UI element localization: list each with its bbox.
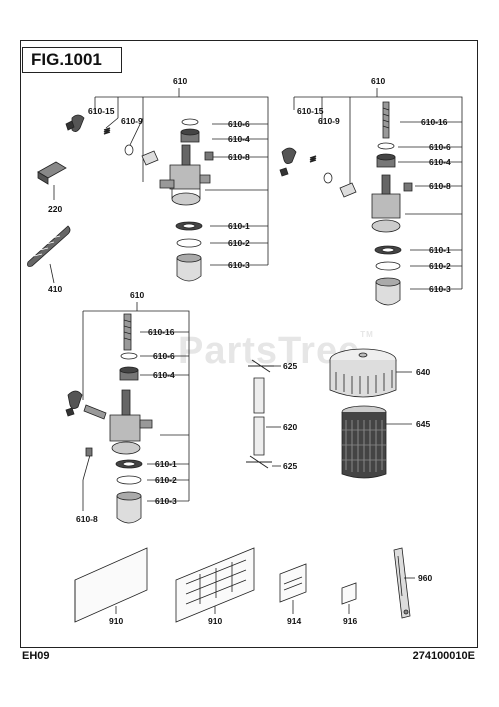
watermark: PartsTreeTM xyxy=(178,330,374,373)
label-g3-610-4: 610-4 xyxy=(153,370,175,380)
label-g1-610-2: 610-2 xyxy=(228,238,250,248)
label-g1-610-6: 610-6 xyxy=(228,119,250,129)
label-410: 410 xyxy=(48,284,62,294)
part-220 xyxy=(37,161,67,200)
watermark-tm: TM xyxy=(360,330,374,339)
valve-assembly-1 xyxy=(65,88,269,282)
part-410 xyxy=(27,225,71,284)
label-645: 645 xyxy=(416,419,430,429)
label-g2-610-3: 610-3 xyxy=(429,284,451,294)
label-g3-610: 610 xyxy=(130,290,144,300)
label-g1-610-9: 610-9 xyxy=(121,116,143,126)
label-g2-610-6: 610-6 xyxy=(429,142,451,152)
label-914: 914 xyxy=(287,616,301,626)
watermark-text: PartsTree xyxy=(178,330,361,372)
label-g1-610-4: 610-4 xyxy=(228,134,250,144)
label-625-bottom: 625 xyxy=(283,461,297,471)
label-g3-610-16: 610-16 xyxy=(148,327,175,337)
label-g3-610-3: 610-3 xyxy=(155,496,177,506)
label-910-a: 910 xyxy=(109,616,123,626)
label-g1-610-8: 610-8 xyxy=(228,152,250,162)
part-916-label xyxy=(341,582,357,614)
label-g3-610-2: 610-2 xyxy=(155,475,177,485)
part-914-label xyxy=(279,563,307,614)
label-620: 620 xyxy=(283,422,297,432)
part-910-label-b xyxy=(175,547,255,623)
footer-model-code: EH09 xyxy=(22,650,50,662)
label-g3-610-8: 610-8 xyxy=(76,514,98,524)
label-g2-610-8: 610-8 xyxy=(429,181,451,191)
figure-title: FIG.1001 xyxy=(22,47,122,73)
part-640-cap xyxy=(329,348,412,398)
part-910-label-a xyxy=(74,547,148,623)
label-960: 960 xyxy=(418,573,432,583)
label-g1-610-1: 610-1 xyxy=(228,221,250,231)
part-645-filter xyxy=(341,405,412,479)
label-g3-610-1: 610-1 xyxy=(155,459,177,469)
label-g2-610-4: 610-4 xyxy=(429,157,451,167)
label-g1-610-3: 610-3 xyxy=(228,260,250,270)
valve-assembly-3 xyxy=(65,302,190,524)
label-g2-610-9: 610-9 xyxy=(318,116,340,126)
label-220: 220 xyxy=(48,204,62,214)
label-g2-610-15: 610-15 xyxy=(297,106,324,116)
label-g3-610-6: 610-6 xyxy=(153,351,175,361)
label-910-b: 910 xyxy=(208,616,222,626)
label-g1-610: 610 xyxy=(173,76,187,86)
label-g2-610: 610 xyxy=(371,76,385,86)
label-g2-610-2: 610-2 xyxy=(429,261,451,271)
diagram-frame xyxy=(20,40,478,648)
valve-assembly-2 xyxy=(279,88,463,306)
label-625-top: 625 xyxy=(283,361,297,371)
label-g1-610-15: 610-15 xyxy=(88,106,115,116)
hose-and-clamps xyxy=(246,359,281,469)
label-g2-610-1: 610-1 xyxy=(429,245,451,255)
label-640: 640 xyxy=(416,367,430,377)
part-960-strap xyxy=(393,547,415,619)
footer-part-number: 274100010E xyxy=(412,650,475,662)
label-g2-610-16: 610-16 xyxy=(421,117,448,127)
label-916: 916 xyxy=(343,616,357,626)
